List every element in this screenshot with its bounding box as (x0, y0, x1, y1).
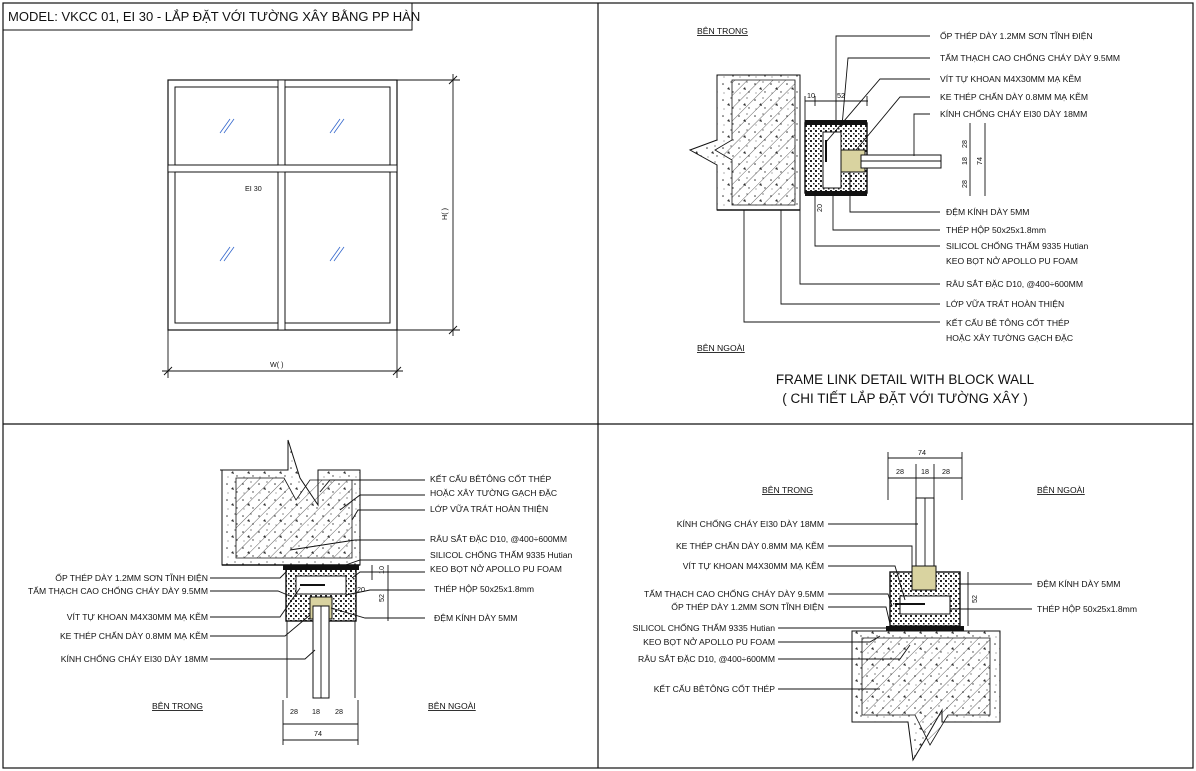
dim-28a: 28 (896, 467, 904, 476)
outside-label: BÊN NGOÀI (428, 701, 476, 711)
dim-20: 20 (815, 204, 824, 212)
inside-label: BÊN TRONG (152, 701, 203, 711)
dim-18: 18 (921, 467, 929, 476)
inside-label: BÊN TRONG (697, 26, 748, 36)
dim-28a: 28 (290, 707, 298, 716)
callout-foam: KEO BỌT NỞ APOLLO PU FOAM (946, 255, 1078, 266)
callout-gypsum: TẤM THẠCH CAO CHỐNG CHÁY DÀY 9.5MM (940, 52, 1120, 63)
dim-74: 74 (975, 157, 984, 165)
mullion (277, 79, 286, 331)
callout-gasket: ĐỆM KÍNH DÀY 5MM (946, 207, 1029, 217)
callout-rebar: RÂU SẮT ĐẶC D10, @400÷600MM (430, 534, 567, 544)
glass-gasket (911, 565, 937, 591)
dim-52: 52 (837, 91, 845, 100)
glass-pane-1 (174, 86, 279, 166)
callout-gypsum: TẤM THẠCH CAO CHỐNG CHÁY DÀY 9.5MM (644, 588, 824, 599)
callout-brick: HOẶC XÂY TƯỜNG GẠCH ĐẶC (430, 488, 557, 498)
callout-glass: KÍNH CHỐNG CHÁY EI30 DÀY 18MM (940, 108, 1087, 119)
outside-label: BÊN NGOÀI (697, 343, 745, 353)
dim-74: 74 (314, 729, 322, 738)
callout-cladding: ỐP THÉP DÀY 1.2MM SƠN TĨNH ĐIỆN (55, 572, 208, 583)
wall-hatch (861, 637, 991, 746)
detail-title: FRAME LINK DETAIL WITH BLOCK WALL (776, 372, 1035, 387)
glass-marks (219, 118, 345, 262)
callout-concrete: KẾT CẤU BÊTÔNG CỐT THÉP (654, 683, 776, 694)
callout-silicone: SILICOL CHỐNG THẤM 9335 Hutian (430, 549, 573, 560)
dim-74: 74 (918, 448, 926, 457)
window-elevation: EI 30 H( ) W( ) (162, 74, 460, 378)
callout-rebar: RÂU SẮT ĐẶC D10, @400÷600MM (946, 279, 1083, 289)
model-title-box (2, 2, 413, 31)
height-label: H( ) (440, 208, 449, 220)
callout-screw: VÍT TỰ KHOAN M4X30MM MẠ KẼM (67, 612, 208, 622)
callout-foam: KEO BỌT NỞ APOLLO PU FOAM (643, 636, 775, 647)
dim-52: 52 (970, 595, 979, 603)
callout-gasket: ĐỆM KÍNH DÀY 5MM (1037, 579, 1120, 589)
steel-cladding-top (283, 565, 359, 570)
transom (167, 164, 398, 173)
glass-pane-2 (284, 86, 391, 166)
fire-glass (860, 154, 942, 169)
dim-28b: 28 (960, 180, 969, 188)
steel-cladding-bottom (805, 191, 867, 196)
callout-plaster: LỚP VỮA TRÁT HOÀN THIỆN (946, 299, 1064, 309)
dim-28b: 28 (335, 707, 343, 716)
model-title: MODEL: VKCC 01, EI 30 - LẮP ĐẶT VỚI TƯỜN… (8, 9, 420, 24)
dim-10: 10 (377, 566, 386, 574)
bottom-right-detail: BÊN TRONG BÊN NGOÀI 74 28 18 28 52 (633, 448, 1137, 762)
callout-bracket: KE THÉP CHẤN DÀY 0.8MM MẠ KẼM (676, 541, 824, 551)
steel-cladding-bottom (886, 626, 964, 631)
callout-leaders (743, 35, 940, 323)
dim-18: 18 (960, 157, 969, 165)
callout-screw: VÍT TỰ KHOAN M4X30MM MẠ KẼM (683, 561, 824, 571)
outside-label: BÊN NGOÀI (1037, 485, 1085, 495)
callout-screw: VÍT TỰ KHOAN M4X30MM MẠ KẼM (940, 74, 1081, 84)
dim-10: 10 (807, 91, 815, 100)
callout-rebar: RÂU SẮT ĐẶC D10, @400÷600MM (638, 654, 775, 664)
dim-20: 20 (357, 585, 365, 594)
callout-foam: KEO BỌT NỞ APOLLO PU FOAM (430, 563, 562, 574)
wall-hatch (714, 79, 796, 206)
callout-gypsum: TẤM THẠCH CAO CHỐNG CHÁY DÀY 9.5MM (28, 585, 208, 596)
dim-28a: 28 (960, 140, 969, 148)
callout-brick: HOẶC XÂY TƯỜNG GẠCH ĐẶC (946, 333, 1073, 343)
callout-steel-box: THÉP HỘP 50x25x1.8mm (946, 225, 1046, 235)
callout-silicone: SILICOL CHỐNG THẤM 9335 Hutian (946, 240, 1089, 251)
dim-28b: 28 (942, 467, 950, 476)
inside-label: BÊN TRONG (762, 485, 813, 495)
callout-concrete: KẾT CẤU BÊ TÔNG CỐT THÉP (946, 317, 1070, 328)
glass-rating-label: EI 30 (245, 184, 262, 193)
callout-glass: KÍNH CHỐNG CHÁY EI30 DÀY 18MM (61, 653, 208, 664)
callout-concrete: KẾT CẤU BÊTÔNG CỐT THÉP (430, 473, 552, 484)
width-label: W( ) (270, 360, 284, 369)
callout-steel-box: THÉP HỘP 50x25x1.8mm (434, 584, 534, 594)
callout-bracket: KE THÉP CHẤN DÀY 0.8MM MẠ KẼM (60, 631, 208, 641)
callout-gasket: ĐỆM KÍNH DÀY 5MM (434, 613, 517, 623)
callout-glass: KÍNH CHỐNG CHÁY EI30 DÀY 18MM (677, 518, 824, 529)
callout-steel-box: THÉP HỘP 50x25x1.8mm (1037, 604, 1137, 614)
glass-pane-4 (284, 171, 391, 324)
bottom-left-detail: BÊN TRONG BÊN NGOÀI 28 18 28 74 10 20 52 (28, 439, 573, 745)
callout-bracket: KE THÉP CHẤN DÀY 0.8MM MẠ KẼM (940, 92, 1088, 102)
dim-18: 18 (312, 707, 320, 716)
callout-leaders (210, 479, 425, 660)
glass-pane-3 (174, 171, 279, 324)
top-detail: BÊN TRONG BÊN NGOÀI 10 52 28 18 28 74 20 (688, 26, 1120, 406)
detail-subtitle: ( CHI TIẾT LẮP ĐẶT VỚI TƯỜNG XÂY ) (782, 391, 1028, 406)
dim-52: 52 (377, 594, 386, 602)
callout-plaster: LỚP VỮA TRÁT HOÀN THIỆN (430, 504, 548, 514)
callout-cladding: ỐP THÉP DÀY 1.2MM SƠN TĨNH ĐIỆN (671, 601, 824, 612)
callout-leaders (778, 523, 1032, 690)
callout-cladding: ỐP THÉP DÀY 1.2MM SƠN TĨNH ĐIỆN (940, 30, 1093, 41)
callout-silicone: SILICOL CHỐNG THẤM 9335 Hutian (633, 622, 776, 633)
